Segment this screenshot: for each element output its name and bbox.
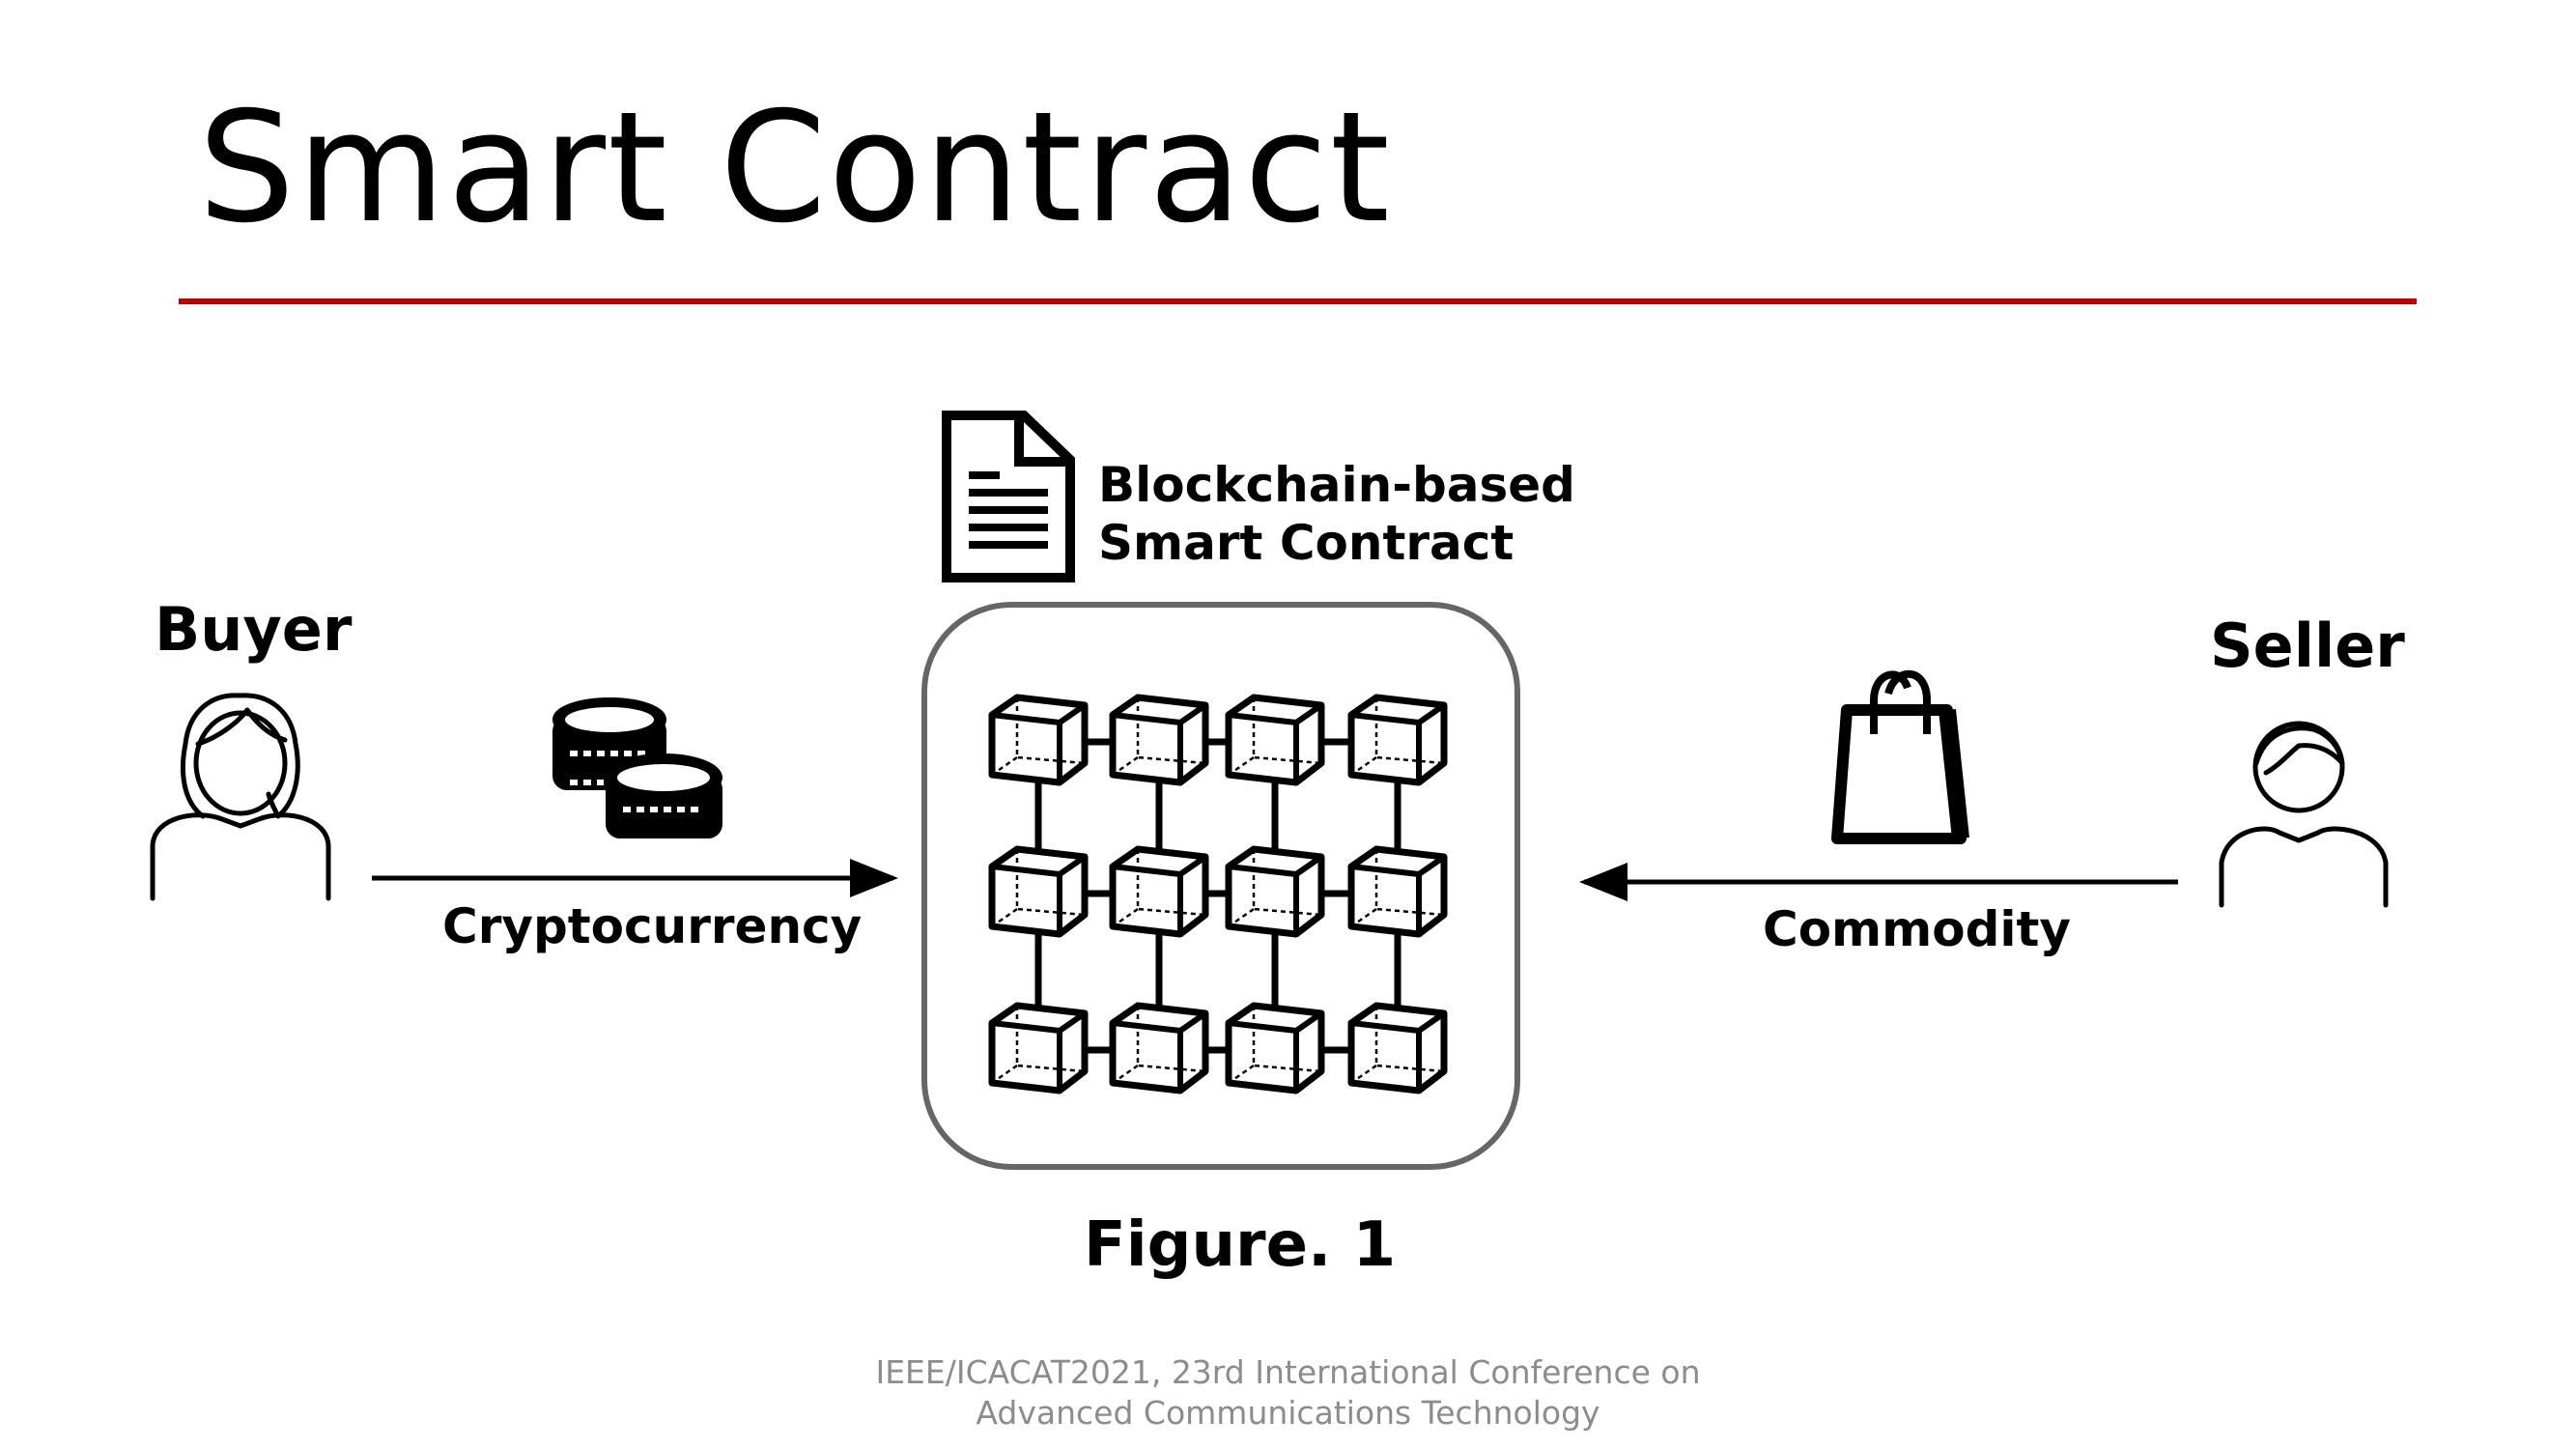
smart-contract-label-line2: Smart Contract	[1098, 515, 1514, 571]
cryptocurrency-label: Cryptocurrency	[442, 898, 863, 954]
block-cube-icon	[988, 845, 1089, 938]
block-cube-icon	[1347, 845, 1448, 938]
block-cube-icon	[1225, 845, 1325, 938]
footer-line-2: Advanced Communications Technology	[976, 1394, 1600, 1432]
block-cube-icon	[1347, 1002, 1448, 1094]
block-cube-icon	[1109, 694, 1209, 786]
cube-grid-icon	[988, 694, 1448, 1094]
shopping-bag-icon	[1831, 669, 1969, 844]
slide-title: Smart Contract	[198, 79, 1392, 257]
block-cube-icon	[1109, 845, 1209, 938]
buyer-label: Buyer	[155, 594, 353, 665]
block-cube-icon	[1109, 1002, 1209, 1094]
smart-contract-label: Blockchain-based Smart Contract	[1098, 456, 1575, 572]
seller-icon	[2219, 721, 2389, 908]
footer-citation: IEEE/ICACAT2021, 23rd International Conf…	[0, 1352, 2576, 1434]
coins-icon	[552, 697, 722, 838]
block-cube-icon	[1225, 1002, 1325, 1094]
block-cube-icon	[1347, 694, 1448, 786]
figure-caption: Figure. 1	[1084, 1209, 1397, 1281]
seller-label: Seller	[2210, 611, 2405, 681]
block-cube-icon	[988, 694, 1089, 786]
block-cube-icon	[1225, 694, 1325, 786]
smart-contract-label-line1: Blockchain-based	[1098, 457, 1575, 513]
commodity-label: Commodity	[1763, 901, 2072, 957]
title-divider	[179, 298, 2417, 304]
document-icon	[942, 411, 1075, 582]
block-cube-icon	[988, 1002, 1089, 1094]
buyer-icon	[150, 693, 331, 901]
footer-line-1: IEEE/ICACAT2021, 23rd International Conf…	[875, 1353, 1701, 1391]
